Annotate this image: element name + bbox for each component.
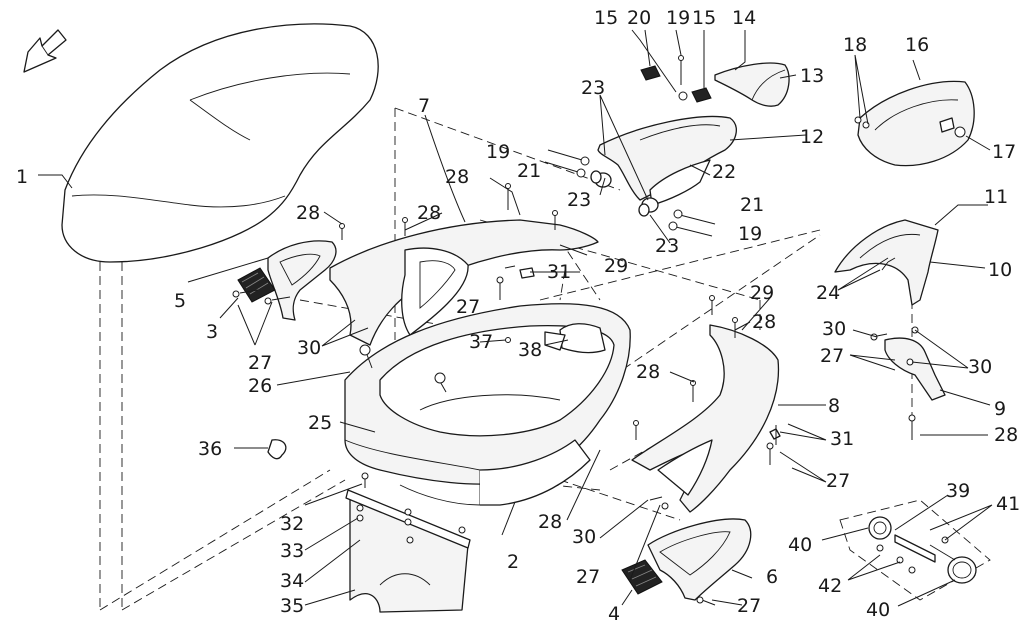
mud-flap [345,489,471,613]
label-14: 14 [732,7,756,29]
label-27c: 27 [820,345,844,367]
label-31a: 31 [547,261,571,283]
label-13: 13 [800,65,824,87]
label-38: 38 [518,339,542,361]
label-16: 16 [905,34,929,56]
rear-small-bracket [884,337,946,401]
label-28e: 28 [752,311,776,333]
right-side-panel [631,324,780,513]
label-21a: 21 [517,160,541,182]
front-arrow-icon [23,29,67,73]
label-19b: 19 [666,7,690,29]
label-26: 26 [248,375,272,397]
label-30b: 30 [572,526,596,548]
label-15b: 15 [692,7,716,29]
label-27e: 27 [576,566,600,588]
label-18: 18 [843,34,867,56]
label-28d: 28 [636,361,660,383]
label-5: 5 [174,290,186,312]
label-30a: 30 [297,337,321,359]
label-35: 35 [280,595,304,617]
label-24: 24 [816,282,840,304]
label-28g: 28 [994,424,1018,446]
label-28c: 28 [445,166,469,188]
label-29b: 29 [750,282,774,304]
right-cover [647,518,752,601]
label-17: 17 [992,141,1016,163]
label-2: 2 [507,551,519,573]
label-36: 36 [198,438,222,460]
label-31b: 31 [830,428,854,450]
label-11: 11 [984,186,1008,208]
label-19a: 19 [486,141,510,163]
label-40a: 40 [788,534,812,556]
label-27a: 27 [248,352,272,374]
rear-bracket [834,219,939,306]
reflector-left [237,267,276,303]
label-19c: 19 [738,223,762,245]
label-27f: 27 [737,595,761,617]
storage-tub [344,303,631,506]
label-32: 32 [280,513,304,535]
label-8: 8 [828,395,840,417]
label-33: 33 [280,540,304,562]
label-25: 25 [308,412,332,434]
label-23a: 23 [581,77,605,99]
seat [61,23,379,263]
label-6: 6 [766,566,778,588]
luggage-rack [597,115,737,206]
label-20: 20 [627,7,651,29]
label-10: 10 [988,259,1012,281]
label-29a: 29 [604,255,628,277]
rack-cover [714,62,790,107]
label-37: 37 [469,331,493,353]
label-1: 1 [16,166,28,188]
label-21b: 21 [740,194,764,216]
label-40b: 40 [866,599,890,621]
label-4: 4 [608,603,620,623]
frame-rail [329,219,599,346]
top-case [857,80,975,167]
light-assembly [868,516,977,584]
label-42: 42 [818,575,842,597]
label-15a: 15 [594,7,618,29]
reflector-right [621,559,663,595]
label-30c: 30 [822,318,846,340]
label-28f: 28 [538,511,562,533]
label-41: 41 [996,493,1020,515]
label-9: 9 [994,398,1006,420]
label-28b: 28 [417,202,441,224]
left-cover [267,240,337,321]
label-30d: 30 [968,356,992,378]
label-27b: 27 [456,296,480,318]
label-27d: 27 [826,470,850,492]
part-labels: 1 2 3 4 5 6 7 8 9 10 11 12 13 14 15 15 1… [16,7,1020,623]
label-34: 34 [280,570,304,592]
label-23b: 23 [567,189,591,211]
label-3: 3 [206,321,218,343]
fasteners [232,55,966,606]
label-22: 22 [712,161,736,183]
label-23c: 23 [655,235,679,257]
label-39: 39 [946,480,970,502]
clip-36 [267,439,287,460]
label-28a: 28 [296,202,320,224]
label-12: 12 [800,126,824,148]
leader-lines [38,29,993,607]
label-7: 7 [418,95,430,117]
